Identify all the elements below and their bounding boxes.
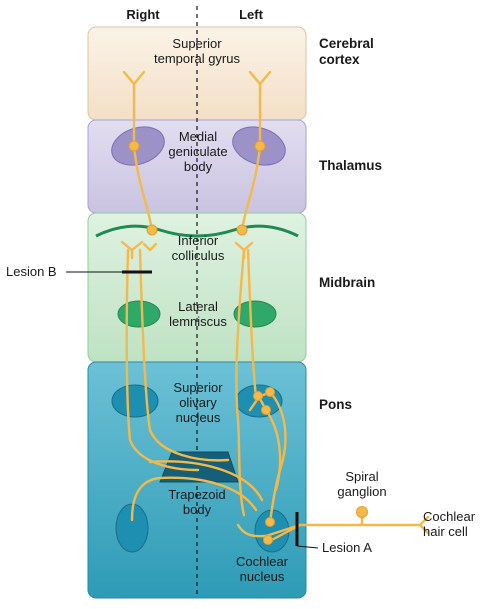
- cochlear-nucleus-right: [115, 503, 149, 553]
- neuron-cell-bodies: [128, 140, 368, 545]
- label-spiral-ganglion: Spiral ganglion: [337, 469, 387, 499]
- label-superior-temporal-gyrus: Superior temporal gyrus: [154, 36, 240, 66]
- label-inferior-colliculus: Inferior colliculus: [171, 233, 225, 263]
- region-label-cortex: Cerebral cortex: [319, 36, 374, 67]
- superior-olivary-right: [111, 384, 159, 418]
- label-superior-olivary-nucleus: Superior olivary nucleus: [173, 380, 223, 425]
- header-right: Right: [126, 7, 160, 22]
- region-label-pons: Pons: [319, 397, 353, 412]
- lesion-a-leader: [296, 545, 319, 549]
- label-lesion-a: Lesion A: [322, 540, 372, 555]
- label-lesion-b: Lesion B: [6, 264, 57, 279]
- superior-olivary-left: [235, 384, 283, 418]
- header-left: Left: [239, 7, 263, 22]
- label-trapezoid-body: Trapezoid body: [168, 487, 226, 517]
- inferior-colliculus-band: [95, 224, 299, 238]
- label-cochlear-hair-cell: Cochlear hair cell: [423, 509, 476, 539]
- label-lateral-lemniscus: Lateral lemniscus: [169, 299, 227, 329]
- lateral-lemniscus-right: [117, 300, 161, 328]
- label-medial-geniculate-body: Medial geniculate body: [168, 129, 228, 174]
- label-cochlear-nucleus: Cochlear nucleus: [235, 554, 289, 584]
- region-label-thalamus: Thalamus: [319, 158, 383, 173]
- region-label-midbrain: Midbrain: [319, 275, 376, 290]
- lateral-lemniscus-left: [233, 300, 277, 328]
